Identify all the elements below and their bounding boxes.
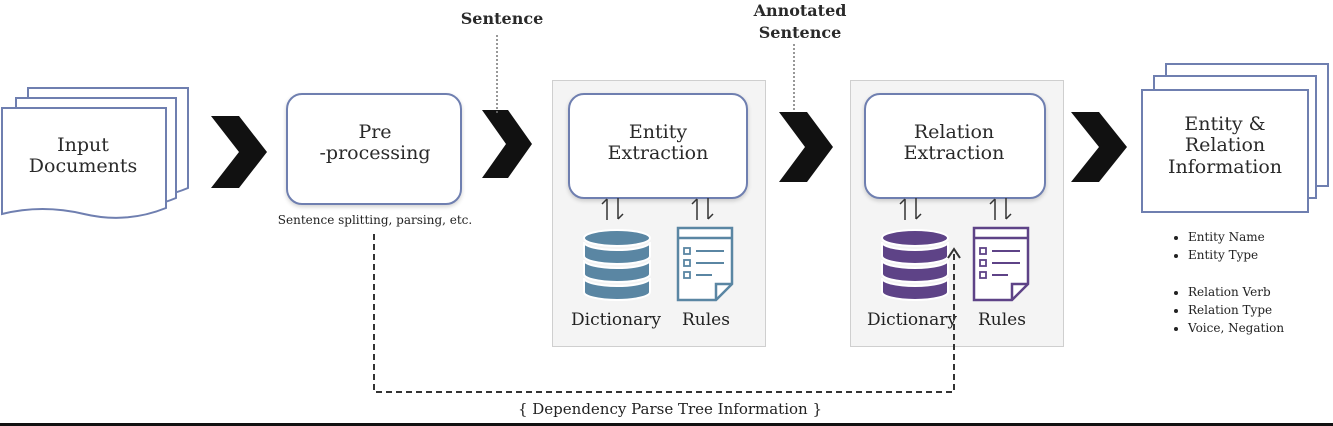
entity-rules-document-icon bbox=[676, 226, 734, 302]
annotated-sentence-label: Annotated Sentence bbox=[753, 1, 847, 42]
sentence-label: Sentence bbox=[460, 9, 544, 28]
input-documents-label: Input Documents bbox=[28, 134, 138, 178]
relation-dictionary-label: Dictionary bbox=[867, 310, 957, 330]
entity-extraction-label: Entity Extraction bbox=[607, 121, 709, 165]
preprocessing-box bbox=[286, 93, 462, 205]
output-item: Relation Type bbox=[1188, 301, 1284, 319]
exchange-arrows-icon bbox=[989, 198, 1012, 220]
relation-rules-label: Rules bbox=[978, 310, 1026, 330]
output-label: Entity & Relation Information bbox=[1167, 113, 1283, 178]
sentence-leader-line bbox=[496, 35, 498, 113]
relation-extraction-label: Relation Extraction bbox=[903, 121, 1005, 165]
exchange-arrows-icon bbox=[899, 198, 922, 220]
chevron-arrow-icon bbox=[211, 116, 267, 188]
output-item: Relation Verb bbox=[1188, 283, 1284, 301]
entity-dictionary-database-icon bbox=[583, 229, 651, 301]
bottom-rule bbox=[0, 423, 1333, 426]
input-documents-icon bbox=[1, 87, 189, 219]
chevron-arrow-icon bbox=[779, 112, 833, 182]
relation-rules-document-icon bbox=[972, 226, 1030, 302]
chevron-arrow-icon bbox=[482, 110, 532, 178]
entity-rules-label: Rules bbox=[682, 310, 730, 330]
preprocessing-label: Pre -processing bbox=[319, 121, 431, 165]
entity-extraction-box bbox=[568, 93, 748, 199]
entity-info-list: Entity NameEntity Type bbox=[1172, 228, 1265, 264]
output-item: Voice, Negation bbox=[1188, 319, 1284, 337]
output-documents-icon bbox=[1141, 63, 1329, 213]
dependency-feedback-arrow bbox=[373, 234, 961, 393]
relation-extraction-box bbox=[864, 93, 1046, 199]
entity-dictionary-label: Dictionary bbox=[571, 310, 661, 330]
exchange-arrows-icon bbox=[601, 198, 624, 220]
output-item: Entity Name bbox=[1188, 228, 1265, 246]
annotated-sentence-leader-line bbox=[793, 44, 795, 110]
preprocessing-note: Sentence splitting, parsing, etc. bbox=[277, 213, 473, 227]
relation-dictionary-database-icon bbox=[881, 229, 949, 301]
relation-info-list: Relation VerbRelation TypeVoice, Negatio… bbox=[1172, 283, 1284, 337]
dependency-label: { Dependency Parse Tree Information } bbox=[517, 400, 823, 418]
output-item: Entity Type bbox=[1188, 246, 1265, 264]
chevron-arrow-icon bbox=[1071, 112, 1127, 182]
exchange-arrows-icon bbox=[691, 198, 714, 220]
